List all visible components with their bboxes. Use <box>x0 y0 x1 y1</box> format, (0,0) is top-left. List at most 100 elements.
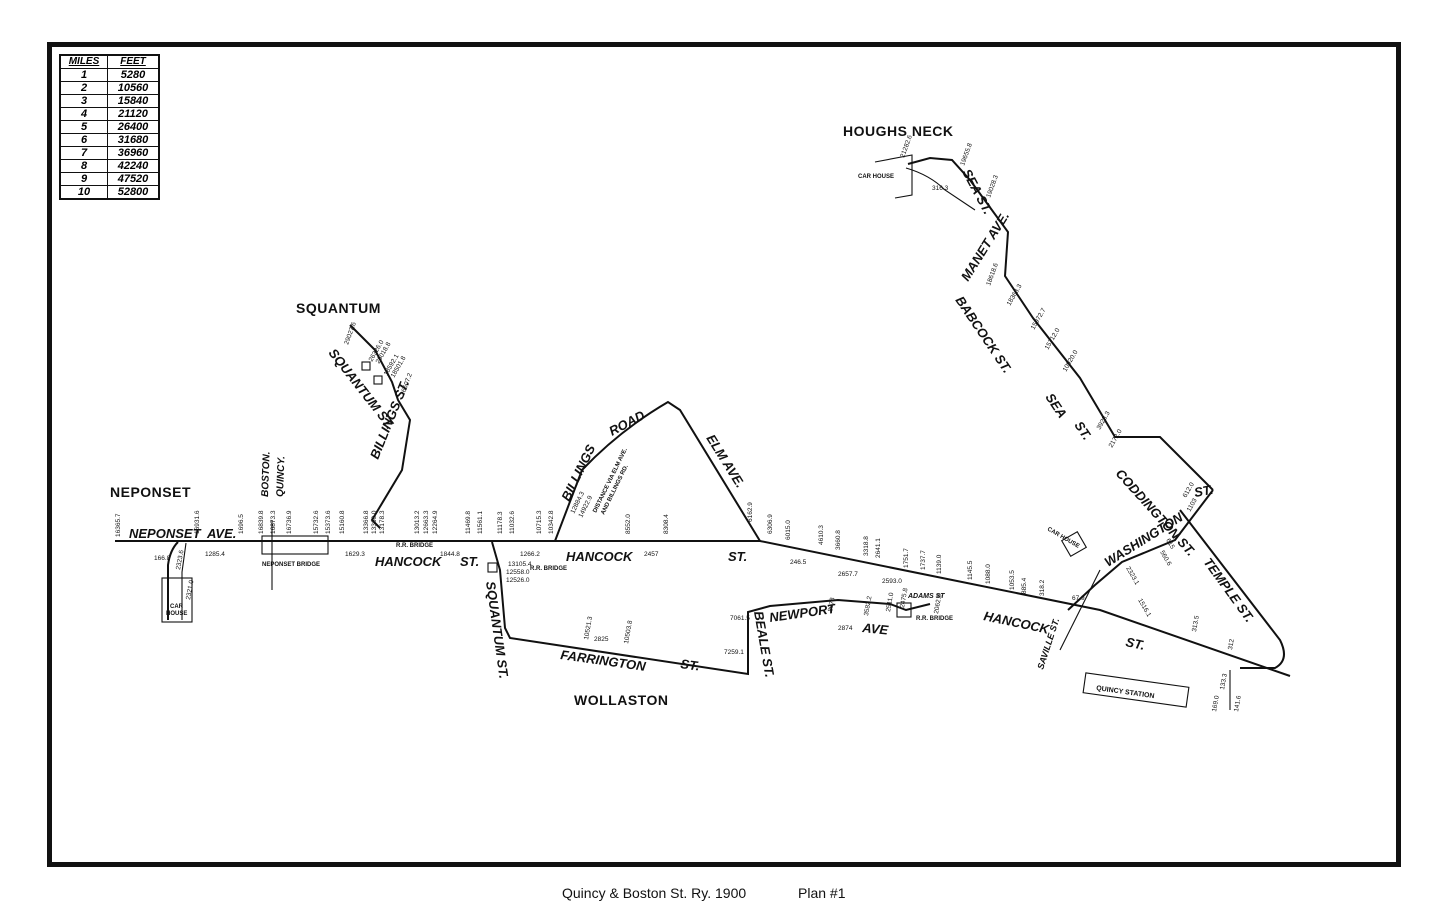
distance-label: 11032.6 <box>509 511 516 534</box>
scale-feet: 52800 <box>107 185 160 200</box>
distance-label: 11469.8 <box>465 511 472 534</box>
street-babcock: BABCOCK ST. <box>953 293 1015 375</box>
track-billings-road <box>554 400 761 542</box>
distance-label: 1696.5 <box>238 514 245 534</box>
track-squantum-south <box>491 541 931 676</box>
structures <box>161 154 1190 708</box>
label-car-house-west-b: HOUSE <box>166 611 187 617</box>
distance-figures: 16365.7 166.8 16931.6 1696.5 1285.4 1683… <box>115 134 1243 712</box>
scale-feet: 21120 <box>107 107 160 121</box>
distance-label: 12526.0 <box>506 577 530 584</box>
distance-label: 2657.7 <box>838 571 858 578</box>
distance-label: 2593.0 <box>882 578 902 585</box>
distance-label: 312 <box>1227 638 1236 650</box>
street-manet-ave: MANET AVE. <box>958 209 1012 284</box>
distance-label: 13366.8 <box>363 510 370 534</box>
distance-label: 141.6 <box>1233 695 1243 713</box>
street-sea: SEA <box>1043 390 1070 421</box>
distance-label: 16931.6 <box>194 510 201 534</box>
distance-label: 11178.3 <box>497 511 504 534</box>
distance-label: 3318.8 <box>863 536 870 556</box>
label-quincy: QUINCY. <box>275 456 287 497</box>
place-neponset: NEPONSET <box>110 484 191 500</box>
distance-label: 1088.0 <box>985 564 992 584</box>
track-temple <box>1179 509 1285 669</box>
street-billings-road-b: ROAD <box>606 407 647 439</box>
distance-label: 6015.0 <box>785 520 792 540</box>
street-hancock-mid: HANCOCK <box>566 549 634 564</box>
distance-label: 1139.0 <box>936 554 943 574</box>
distance-label: 246.5 <box>790 559 807 566</box>
distance-label: 4610.3 <box>818 525 825 545</box>
track-sea-babcock <box>907 156 1214 491</box>
distance-label: 1145.5 <box>967 560 974 580</box>
street-neponset-ave: AVE. <box>206 526 236 541</box>
distance-label: 316.3 <box>932 185 949 192</box>
distance-label: 10521.3 <box>583 616 594 641</box>
distance-label: 169.0 <box>1211 695 1221 713</box>
distance-label: 8308.4 <box>663 514 670 534</box>
distance-label: 29027.6 <box>343 321 358 346</box>
distance-label: 15160.8 <box>339 510 346 534</box>
label-rr-bridge-3: R.R. BRIDGE <box>916 616 953 622</box>
distance-label: 2457 <box>644 551 659 558</box>
neponset-bridge <box>261 535 329 555</box>
distance-label: 6162.9 <box>747 502 754 522</box>
track-car-house-spur-2 <box>181 542 187 620</box>
distance-label: 13105.4 <box>508 561 532 568</box>
distance-label: 18618.6 <box>985 262 1000 287</box>
track-washington <box>1067 489 1214 611</box>
map-frame <box>47 42 1401 867</box>
distance-label: 133.3 <box>1219 673 1229 691</box>
distance-label: 1737.7 <box>920 550 927 570</box>
distance-label: 19028.3 <box>985 174 1000 199</box>
distance-label: 615 <box>1164 538 1176 551</box>
distance-label: 10920.0 <box>1062 349 1080 373</box>
scale-feet: 47520 <box>107 172 160 186</box>
caption-title: Quincy & Boston St. Ry. 1900 <box>562 885 747 901</box>
distance-label: 12264.9 <box>432 510 439 534</box>
scale-feet: 26400 <box>107 120 160 134</box>
adams-bridge <box>896 602 912 618</box>
distance-label: 15972.7 <box>1030 307 1048 331</box>
distance-label: 13178.3 <box>379 510 386 534</box>
distance-label: 6306.9 <box>767 514 774 534</box>
distance-label: 313.5 <box>1191 615 1201 633</box>
east-car-house <box>1060 530 1088 558</box>
track-network <box>115 156 1291 710</box>
distance-label: 10715.3 <box>536 510 543 534</box>
distance-label: 2323.6 <box>175 549 185 570</box>
label-neponset-bridge: NEPONSET BRIDGE <box>262 562 320 568</box>
street-squantum-south: SQUANTUM ST. <box>483 580 511 679</box>
distance-label: 19655.8 <box>959 142 974 167</box>
distance-label: 12558.0 <box>506 569 530 576</box>
distance-label: 7259.1 <box>724 649 744 656</box>
squantum-bridge-2 <box>373 375 383 385</box>
label-car-house-east: CAR HOUSE <box>1046 527 1080 550</box>
street-sea-st: ST. <box>1072 418 1095 442</box>
distance-label: 16365.7 <box>115 513 122 537</box>
distance-label: 1516.1 <box>1136 598 1152 619</box>
label-rr-bridge-2: R.R. BRIDGE <box>530 566 567 572</box>
street-hancock-east-st: ST. <box>1124 634 1146 653</box>
distance-label: 2321.0 <box>185 579 195 600</box>
distance-label: 2475.8 <box>899 587 909 608</box>
street-washington-st: ST. <box>1193 482 1215 500</box>
houghs-neck-car-house <box>874 154 913 199</box>
distance-label: 1844.8 <box>440 551 460 558</box>
street-hancock-mid-st: ST. <box>728 549 747 564</box>
distance-label: 16839.8 <box>258 510 265 534</box>
squantum-st-bridge <box>487 562 498 573</box>
label-rr-bridge-1: R.R. BRIDGE <box>396 543 433 549</box>
caption-plan: Plan #1 <box>798 885 846 901</box>
label-car-house-hn: CAR HOUSE <box>858 174 894 180</box>
distance-label: 2874 <box>838 625 853 632</box>
distance-label: 15373.6 <box>325 510 332 534</box>
west-car-house <box>161 577 193 623</box>
track-car-house-spur <box>167 541 179 620</box>
